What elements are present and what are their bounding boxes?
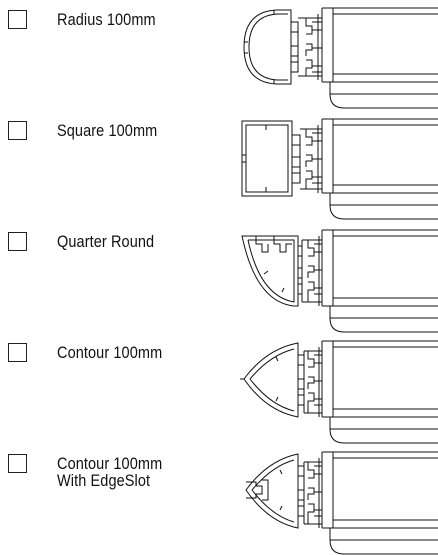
checkbox-radius-100mm[interactable]: [8, 10, 27, 29]
option-contour-100mm[interactable]: Contour 100mm: [0, 333, 438, 444]
checkbox-contour-edgeslot[interactable]: [8, 454, 27, 473]
quarter-round-profile-icon: [236, 222, 438, 333]
contour-edgeslot-profile-icon: [236, 444, 438, 555]
option-quarter-round[interactable]: Quarter Round: [0, 222, 438, 333]
checkbox-quarter-round[interactable]: [8, 232, 27, 251]
option-label: Square 100mm: [57, 122, 158, 140]
option-label: Quarter Round: [57, 233, 155, 251]
option-radius-100mm[interactable]: Radius 100mm: [0, 0, 438, 111]
option-square-100mm[interactable]: Square 100mm: [0, 111, 438, 222]
checkbox-square-100mm[interactable]: [8, 121, 27, 140]
contour-profile-icon: [236, 333, 438, 444]
option-label: Radius 100mm: [57, 11, 156, 29]
option-label: Contour 100mm With EdgeSlot: [57, 455, 163, 490]
option-contour-edgeslot[interactable]: Contour 100mm With EdgeSlot: [0, 444, 438, 555]
option-label: Contour 100mm: [57, 344, 163, 362]
square-profile-icon: [236, 111, 438, 222]
checkbox-contour-100mm[interactable]: [8, 343, 27, 362]
radius-profile-icon: [236, 0, 438, 111]
